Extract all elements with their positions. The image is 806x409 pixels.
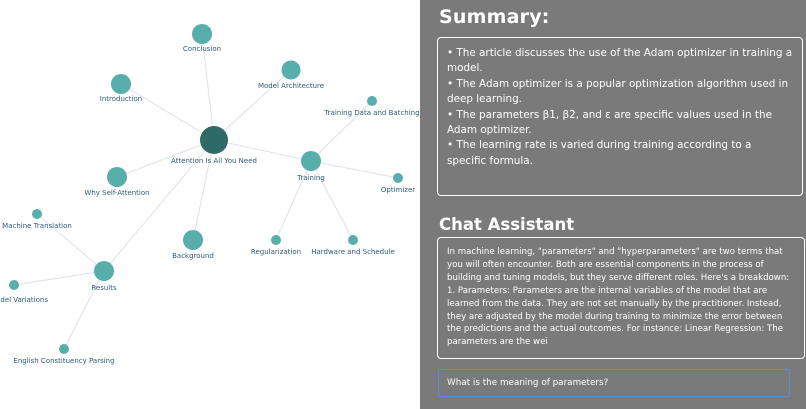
graph-node-label: Model Architecture [258, 82, 324, 90]
summary-list: • The article discusses the use of the A… [447, 46, 793, 169]
graph-edge-training-optimizer [310, 160, 399, 179]
summary-title: Summary: [439, 6, 550, 28]
graph-node-model-architecture[interactable]: Model Architecture [258, 60, 324, 91]
graph-node-circle[interactable] [183, 230, 203, 250]
graph-node-circle[interactable] [200, 126, 228, 154]
graph-node-model-variations[interactable]: Model Variations [0, 280, 48, 304]
graph-node-circle[interactable] [271, 235, 281, 245]
graph-nodes: Attention Is All You Need ConclusionIntro… [0, 24, 420, 365]
chat-input[interactable] [438, 369, 790, 397]
graph-node-english-parsing[interactable]: English Constituency Parsing [13, 344, 115, 365]
graph-node-hardware[interactable]: Hardware and Schedule [311, 235, 395, 256]
graph-edge-root-results [103, 139, 215, 272]
graph-edge-root-why-self-attention [116, 139, 215, 178]
graph-node-circle[interactable] [301, 151, 321, 171]
chat-response-box[interactable]: In machine learning, "parameters" and "h… [437, 237, 805, 359]
graph-node-conclusion[interactable]: Conclusion [183, 24, 221, 53]
graph-node-circle[interactable] [107, 167, 127, 187]
graph-edge-training-regularization [275, 160, 312, 241]
graph-node-root[interactable]: Attention Is All You Need [171, 126, 257, 165]
graph-edge-results-model-variations [13, 270, 105, 286]
summary-bullet: • The article discusses the use of the A… [447, 47, 793, 75]
graph-node-circle[interactable] [111, 74, 131, 94]
graph-node-circle[interactable] [367, 96, 377, 106]
graph-node-circle[interactable] [32, 209, 42, 219]
graph-node-circle[interactable] [9, 280, 19, 290]
graph-edge-root-conclusion [201, 33, 215, 141]
graph-edge-root-model-architecture [213, 69, 292, 141]
graph-node-label: Hardware and Schedule [311, 248, 395, 256]
graph-node-label: Results [91, 284, 117, 292]
knowledge-graph[interactable]: Attention Is All You Need ConclusionIntro… [0, 0, 420, 409]
graph-node-label: Optimizer [381, 186, 415, 194]
graph-edge-root-introduction [120, 83, 215, 141]
graph-node-label: Attention Is All You Need [171, 157, 257, 165]
graph-node-label: Background [172, 252, 214, 260]
graph-node-label: Conclusion [183, 45, 221, 53]
graph-node-circle[interactable] [192, 24, 212, 44]
graph-edge-results-english-parsing [63, 270, 105, 350]
graph-node-label: English Constituency Parsing [13, 357, 114, 365]
summary-bullet: • The Adam optimizer is a popular optimi… [447, 77, 789, 106]
graph-edge-training-training-data [310, 100, 373, 162]
graph-node-training[interactable]: Training [296, 151, 325, 182]
graph-edge-root-background [192, 139, 215, 241]
graph-node-label: Training [296, 174, 325, 182]
summary-bullet: • The parameters β1, β2, and ε are speci… [447, 108, 772, 137]
graph-node-label: Machine Translation [2, 222, 72, 230]
graph-node-circle[interactable] [59, 344, 69, 354]
graph-node-machine-translation[interactable]: Machine Translation [2, 209, 72, 230]
graph-node-optimizer[interactable]: Optimizer [381, 173, 415, 194]
side-panel: Summary: • The article discusses the use… [420, 0, 806, 409]
graph-edge-root-training [213, 139, 312, 162]
graph-node-label: Training Data and Batching [323, 109, 419, 117]
graph-node-label: Why Self-Attention [84, 189, 149, 197]
summary-bullet: • The learning rate is varied during tra… [447, 139, 752, 167]
graph-node-introduction[interactable]: Introduction [100, 74, 142, 103]
summary-box: • The article discusses the use of the A… [437, 37, 803, 196]
graph-edge-results-machine-translation [36, 213, 105, 272]
chat-response-text: In machine learning, "parameters" and "h… [447, 247, 790, 348]
graph-node-circle[interactable] [94, 261, 114, 281]
graph-node-label: Introduction [100, 95, 142, 103]
graph-node-why-self-attention[interactable]: Why Self-Attention [84, 167, 150, 197]
graph-node-background[interactable]: Background [172, 230, 214, 260]
graph-node-circle[interactable] [393, 173, 403, 183]
graph-node-training-data[interactable]: Training Data and Batching [323, 96, 420, 117]
graph-edge-training-hardware [310, 160, 354, 241]
graph-node-circle[interactable] [348, 235, 358, 245]
graph-node-regularization[interactable]: Regularization [251, 235, 301, 256]
graph-node-circle[interactable] [281, 60, 301, 80]
graph-node-label: Model Variations [0, 296, 48, 304]
chat-assistant-title: Chat Assistant [439, 215, 575, 234]
graph-node-label: Regularization [251, 248, 301, 256]
graph-node-results[interactable]: Results [91, 261, 117, 292]
graph-edges [13, 33, 399, 350]
